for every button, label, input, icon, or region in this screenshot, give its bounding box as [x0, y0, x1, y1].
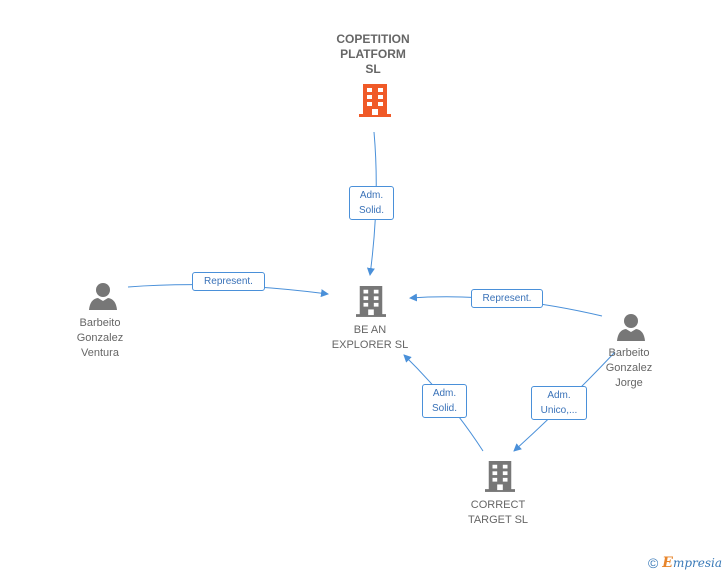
copetition-platform-label[interactable]: COPETITION PLATFORM SL: [336, 32, 410, 76]
person-icon[interactable]: [88, 282, 118, 310]
building-icon[interactable]: [485, 459, 515, 493]
barbeito-ventura-label[interactable]: Barbeito Gonzalez Ventura: [76, 317, 124, 359]
edge-label-represent-right[interactable]: Represent.: [471, 289, 543, 308]
edge-label-represent-left[interactable]: Represent.: [192, 272, 265, 291]
footer-brand[interactable]: © Empresia: [648, 555, 722, 571]
edge-label-adm-solid-bottom[interactable]: Adm. Solid.: [422, 384, 467, 418]
copyright-symbol: ©: [647, 555, 659, 571]
barbeito-jorge-label[interactable]: Barbeito Gonzalez Jorge: [605, 347, 653, 389]
edge-label-adm-solid-top[interactable]: Adm. Solid.: [349, 186, 394, 220]
building-icon[interactable]: [359, 82, 391, 118]
building-icon[interactable]: [356, 284, 386, 318]
edge-label-adm-unico[interactable]: Adm. Unico,...: [531, 386, 587, 420]
be-an-explorer-label[interactable]: BE AN EXPLORER SL: [331, 324, 409, 351]
correct-target-label[interactable]: CORRECT TARGET SL: [467, 499, 529, 526]
person-icon[interactable]: [616, 313, 646, 341]
empresia-logo[interactable]: Empresia: [662, 555, 722, 571]
